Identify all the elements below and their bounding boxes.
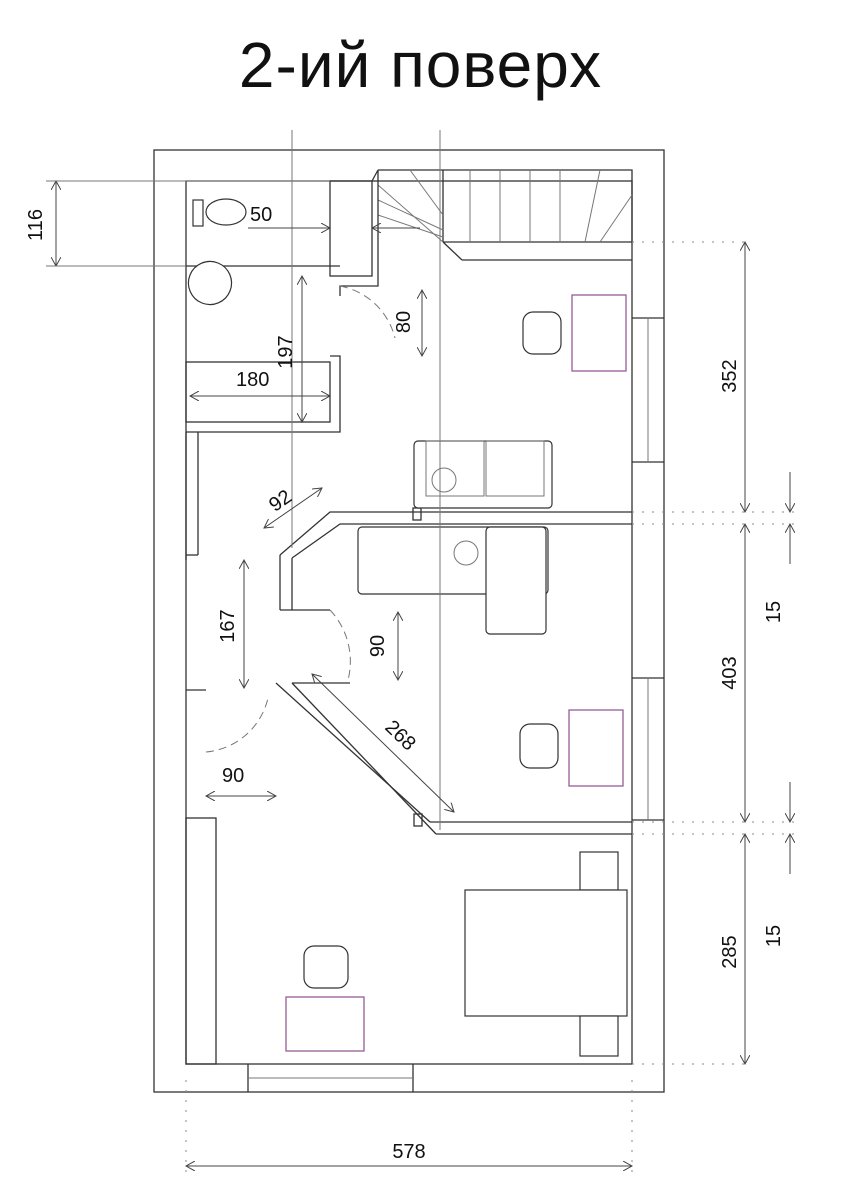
dim-197: 197 [275, 335, 297, 368]
sink-icon [187, 260, 233, 306]
desk [285, 996, 365, 1052]
dim-92: 92 [265, 486, 296, 517]
dim-268: 268 [381, 716, 420, 755]
chair-icon [519, 723, 559, 769]
toilet-icon [205, 198, 247, 226]
bed [464, 889, 628, 1017]
nightstand [579, 851, 619, 891]
dim-403: 403 [719, 656, 741, 689]
dim-285: 285 [719, 935, 741, 968]
nightstand [579, 1015, 619, 1057]
dim-180: 180 [236, 369, 269, 391]
chair-icon [522, 311, 562, 355]
dim-167: 167 [217, 609, 239, 642]
desk [568, 709, 624, 787]
dim-578: 578 [392, 1141, 425, 1163]
dim-352: 352 [719, 359, 741, 392]
dim-15-a: 15 [763, 601, 785, 623]
dimension-lines [46, 181, 790, 1166]
bathroom [185, 169, 396, 433]
dim-90-low: 90 [222, 765, 244, 787]
dim-50: 50 [250, 204, 272, 226]
staircase [377, 169, 633, 261]
dim-15-b: 15 [763, 925, 785, 947]
dim-80: 80 [393, 311, 415, 333]
chair-icon [303, 945, 349, 989]
outer-walls [153, 149, 665, 1093]
sofa-1 [413, 440, 553, 509]
furniture [285, 294, 628, 1057]
desk [571, 294, 627, 372]
dim-90-mid: 90 [367, 635, 389, 657]
dim-116: 116 [25, 209, 47, 241]
plan-title: 2-ий поверх [238, 29, 603, 101]
dimension-labels: 116 50 80 180 197 352 15 92 167 90 403 2… [25, 204, 785, 1163]
